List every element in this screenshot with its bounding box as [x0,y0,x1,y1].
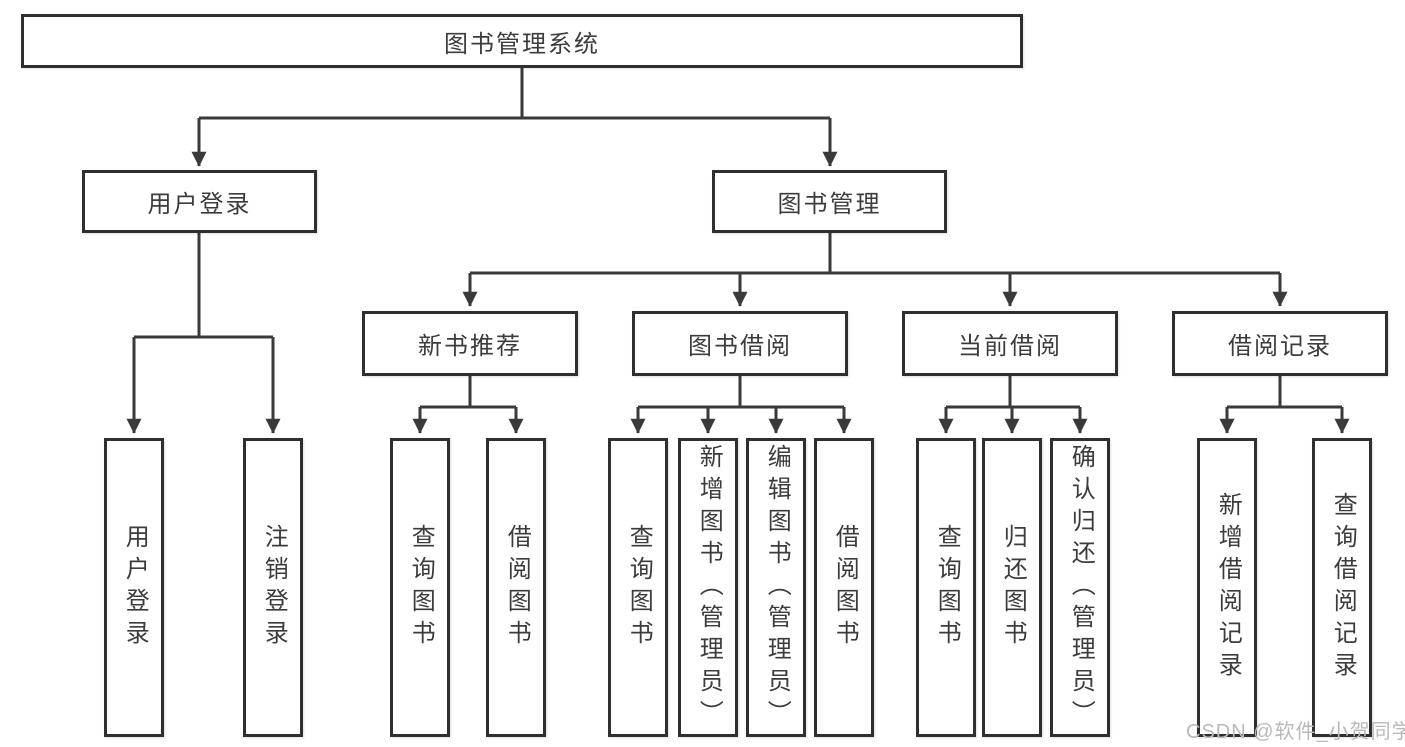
node-label: 借阅图书 [831,523,859,652]
node-label: 新增借阅记录 [1214,491,1242,684]
leaf-confirm-return-admin: 确认归还（管理员） [1050,438,1110,737]
leaf-borrow-books-recommend: 借阅图书 [486,438,546,737]
node-label: 归还图书 [999,523,1027,652]
node-label: 新书推荐 [418,333,522,360]
leaf-add-book-admin: 新增图书（管理员） [678,438,738,737]
node-label: 用户登录 [121,523,149,652]
node-label: 编辑图书（管理员） [763,443,791,732]
node-new-book-recommend: 新书推荐 [362,311,578,376]
node-current-borrowing: 当前借阅 [902,311,1118,376]
node-label: 查询借阅记录 [1329,491,1357,684]
leaf-return-book: 归还图书 [982,438,1042,737]
node-label: 用户登录 [147,191,252,218]
node-root-library-system: 图书管理系统 [21,14,1023,68]
leaf-borrow-books-borrowing: 借阅图书 [814,438,874,737]
leaf-add-borrow-record: 新增借阅记录 [1197,438,1257,737]
node-label: 图书管理 [777,191,882,218]
node-label: 查询图书 [625,523,653,652]
node-label: 查询图书 [933,523,961,652]
leaf-query-books-current: 查询图书 [916,438,976,737]
leaf-query-borrow-record: 查询借阅记录 [1312,438,1372,737]
node-book-borrowing: 图书借阅 [632,311,848,376]
node-label: 图书借阅 [688,333,792,360]
node-borrowing-records: 借阅记录 [1172,311,1388,376]
node-label: 确认归还（管理员） [1067,443,1095,732]
leaf-query-books-borrowing: 查询图书 [608,438,668,737]
node-label: 查询图书 [407,523,435,652]
node-label: 图书管理系统 [444,30,600,58]
leaf-edit-book-admin: 编辑图书（管理员） [746,438,806,737]
node-label: 借阅图书 [503,523,531,652]
leaf-logout: 注销登录 [243,438,303,737]
node-label: 注销登录 [260,523,288,652]
leaf-query-books-recommend: 查询图书 [390,438,450,737]
csdn-watermark: CSDN @软件_小贺同学 [1186,721,1405,743]
node-label: 当前借阅 [958,333,1062,360]
node-label: 新增图书（管理员） [695,443,723,732]
node-book-management: 图书管理 [712,170,947,233]
node-label: 借阅记录 [1228,333,1332,360]
node-user-login: 用户登录 [82,170,317,233]
leaf-user-login: 用户登录 [104,438,164,737]
